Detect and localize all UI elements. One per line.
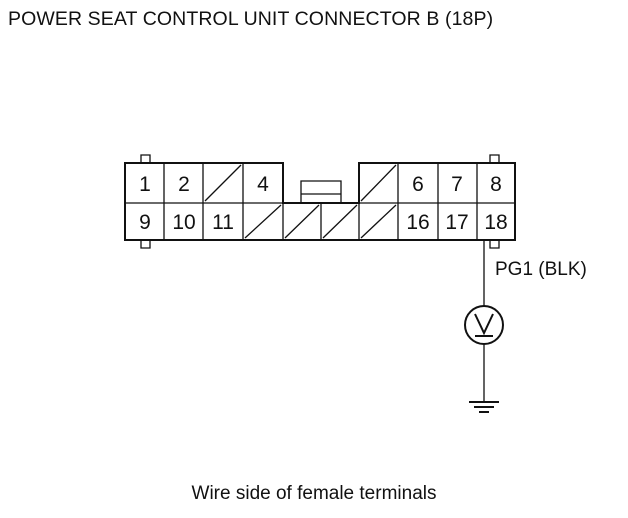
pin-7: 7 bbox=[451, 173, 463, 196]
connector-housing bbox=[124, 154, 516, 249]
pin-17: 17 bbox=[445, 211, 468, 234]
bottom-row-pins: 9 10 11 16 17 18 bbox=[139, 211, 508, 234]
top-row-pins: 1 2 4 6 7 8 bbox=[139, 173, 502, 196]
diagram-title: POWER SEAT CONTROL UNIT CONNECTOR B (18P… bbox=[8, 8, 494, 30]
diagram-caption: Wire side of female terminals bbox=[191, 483, 437, 504]
top-row-dividers bbox=[163, 163, 478, 203]
pin-16: 16 bbox=[406, 211, 429, 234]
wire-label: PG1 (BLK) bbox=[495, 259, 587, 280]
pin-11: 11 bbox=[212, 211, 234, 234]
bottom-row-dividers bbox=[163, 203, 478, 240]
pin-18: 18 bbox=[484, 211, 507, 234]
pin-9: 9 bbox=[139, 211, 151, 234]
pin-1: 1 bbox=[139, 173, 151, 196]
voltmeter-icon bbox=[464, 305, 504, 345]
pin-4: 4 bbox=[257, 173, 269, 196]
ground-icon bbox=[469, 401, 499, 413]
unused-cavity-slashes bbox=[204, 164, 397, 239]
pin-6: 6 bbox=[412, 173, 424, 196]
pin-8: 8 bbox=[490, 173, 502, 196]
pin-2: 2 bbox=[178, 173, 190, 196]
pin-10: 10 bbox=[172, 211, 195, 234]
